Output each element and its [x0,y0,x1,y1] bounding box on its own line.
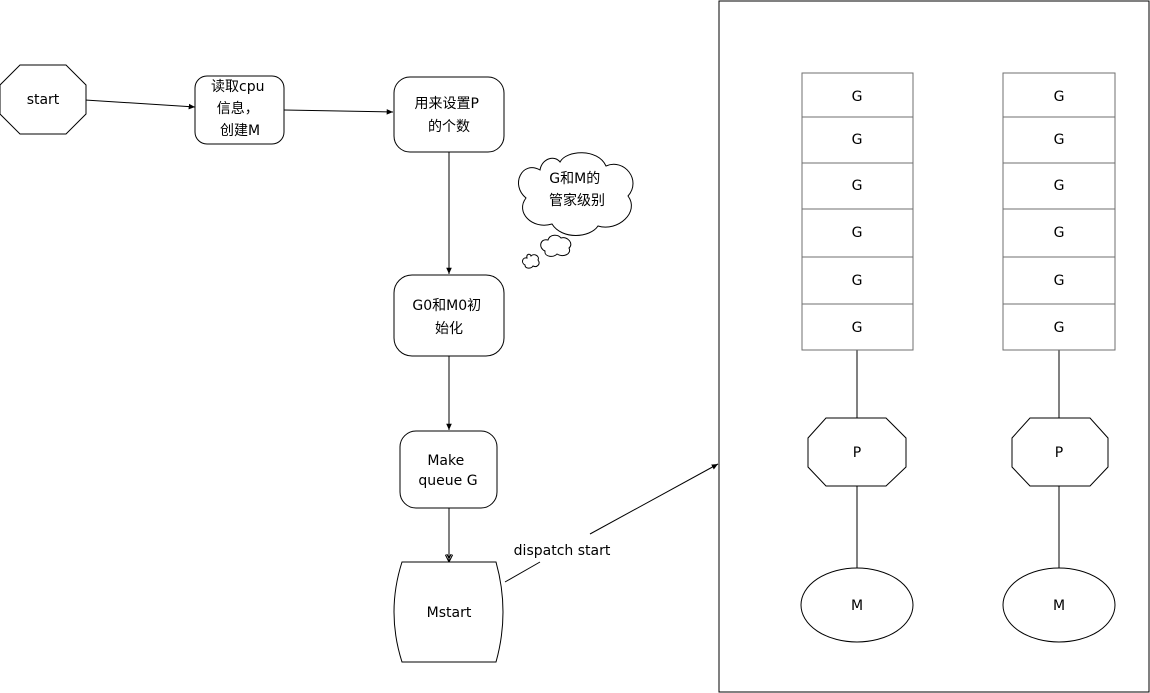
g-cell [1002,162,1116,210]
start-label: start [27,92,60,108]
m-node [800,567,914,643]
g-label: G [1054,320,1065,336]
make-queue-label: Make queue G [418,453,477,489]
m-node [1002,567,1116,643]
p-node [1011,417,1109,487]
arrow-dispatch [589,463,719,535]
g-label: G [1054,132,1065,148]
read-cpu-node [194,75,285,145]
g-label: G [1054,273,1065,289]
thought-bubble-medium [540,234,572,257]
scheduler-column-2: G G G G G G P M [1002,72,1116,643]
read-cpu-label: 读取cpu 信息， 创建M [211,78,269,139]
g-label: G [1054,89,1065,105]
g-cell [801,303,914,351]
g-cell [1002,303,1116,351]
mstart-node [393,561,504,663]
g-cell [1002,116,1116,164]
init-label: G0和M0初 始化 [412,297,485,337]
m-label: M [851,598,863,614]
g-cell [801,208,914,258]
dispatch-label: dispatch start [514,543,611,559]
m-label: M [1053,598,1065,614]
g-label: G [852,225,863,241]
g-label: G [1054,178,1065,194]
dispatch-connector [504,561,541,583]
g-cell [1002,208,1116,258]
thought-label: G和M的 管家级别 [549,171,605,209]
g-cell [801,162,914,210]
g-cell [801,72,914,118]
g-label: G [852,320,863,336]
arrow-start-to-read [84,99,196,110]
g-cell [1002,72,1116,118]
set-p-node [393,76,505,153]
g-cell [801,256,914,305]
g-label: G [1054,225,1065,241]
scheduler-column-1: G G G G G G P M [800,72,914,643]
p-label: P [1055,445,1063,461]
thought-bubble-small [522,253,540,269]
mstart-label: Mstart [427,605,472,621]
arrow-read-to-set [283,109,394,115]
g-label: G [852,273,863,289]
g-label: G [852,132,863,148]
g-cell [1002,256,1116,305]
make-queue-node [399,430,498,509]
thought-cloud [518,152,634,236]
g-label: G [852,178,863,194]
p-node [807,417,907,487]
start-node [0,64,87,135]
g-label: G [852,89,863,105]
set-p-label: 用来设置P 的个数 [415,96,484,135]
init-node [393,274,505,357]
p-label: P [853,445,861,461]
